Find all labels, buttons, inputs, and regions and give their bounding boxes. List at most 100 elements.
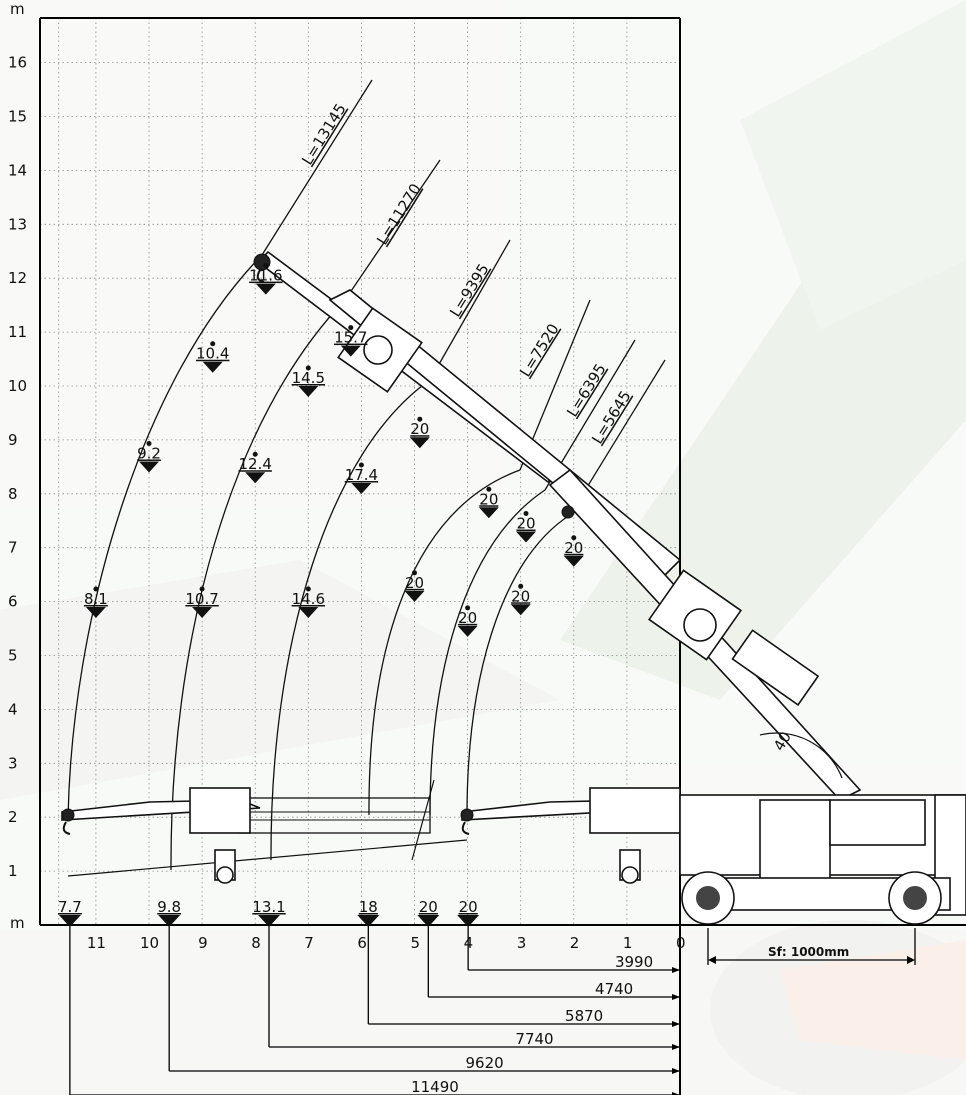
y-tick-label: 10 bbox=[8, 377, 27, 395]
y-tick-label: 16 bbox=[8, 54, 27, 72]
load-point: 15.7 bbox=[334, 325, 367, 357]
x-tick-label: 8 bbox=[251, 934, 261, 952]
load-value: 20 bbox=[564, 539, 583, 557]
y-tick-label: 1 bbox=[8, 862, 18, 880]
ground-load-value: 20 bbox=[419, 898, 438, 916]
load-point-dot bbox=[412, 570, 417, 576]
load-point: 20 bbox=[478, 486, 499, 519]
load-point: 20 bbox=[409, 416, 430, 449]
load-marker-icon bbox=[417, 915, 440, 927]
load-value: 20 bbox=[516, 515, 535, 533]
ground-load-value: 7.7 bbox=[58, 898, 82, 916]
distance-dimension: 11490 bbox=[69, 925, 680, 1095]
x-tick-label: 1 bbox=[623, 934, 633, 952]
load-point-dot bbox=[465, 605, 471, 611]
load-point-dot bbox=[571, 535, 577, 541]
crane-body bbox=[679, 732, 966, 925]
load-marker-icon bbox=[202, 361, 223, 373]
distance-dimension: 4740 bbox=[427, 925, 680, 1000]
y-tick-label: 6 bbox=[8, 593, 18, 611]
load-marker-icon bbox=[58, 915, 81, 927]
load-point: 11.6 bbox=[249, 263, 283, 295]
load-point-dot bbox=[518, 583, 524, 589]
ground-loads: 7.7 9.8 13.1 18 20 20 bbox=[58, 898, 480, 927]
load-point: 8.1 bbox=[84, 586, 108, 618]
ground-load: 20 bbox=[457, 898, 480, 927]
load-point-dot bbox=[146, 440, 152, 446]
load-point-dot bbox=[252, 451, 258, 457]
distance-value: 5870 bbox=[565, 1007, 603, 1025]
load-marker-icon bbox=[298, 386, 319, 397]
ground-load-value: 9.8 bbox=[157, 898, 181, 916]
load-point: 14.6 bbox=[292, 586, 325, 618]
distance-value: 3990 bbox=[615, 953, 653, 971]
load-value: 20 bbox=[458, 609, 477, 627]
grid bbox=[40, 18, 680, 925]
raised-boom bbox=[253, 250, 862, 801]
x-tick-label: 11 bbox=[87, 934, 106, 952]
load-value: 11.6 bbox=[249, 267, 282, 285]
y-tick-label: 5 bbox=[8, 647, 18, 665]
x-tick-label: 5 bbox=[411, 934, 421, 952]
x-tick-label: 9 bbox=[198, 934, 208, 952]
load-value: 9.2 bbox=[137, 444, 161, 462]
y-tick-label: 12 bbox=[8, 269, 27, 287]
arc-5645 bbox=[466, 359, 666, 816]
distance-value: 9620 bbox=[465, 1054, 503, 1072]
load-marker-icon bbox=[457, 625, 478, 637]
distance-dimension: 5870 bbox=[367, 925, 680, 1027]
load-marker-icon bbox=[192, 606, 213, 618]
ground-load-value: 13.1 bbox=[252, 898, 285, 916]
load-point-dot bbox=[358, 462, 364, 468]
load-value: 12.4 bbox=[238, 455, 271, 473]
load-point: 20 bbox=[457, 605, 478, 637]
y-tick-label: 11 bbox=[8, 323, 27, 341]
arc-13145 bbox=[67, 79, 373, 819]
load-marker-icon bbox=[245, 472, 266, 484]
ground-load: 18 bbox=[357, 898, 380, 927]
load-marker-icon bbox=[255, 283, 276, 295]
load-point: 9.2 bbox=[137, 440, 161, 473]
load-value: 20 bbox=[410, 420, 429, 438]
arc-9395 bbox=[270, 239, 511, 861]
x-tick-label: 10 bbox=[140, 934, 159, 952]
wheelbase-label: Sf: 1000mm bbox=[768, 945, 849, 959]
load-point: 20 bbox=[404, 570, 425, 602]
load-point: 10.7 bbox=[185, 586, 219, 618]
ground-load-value: 18 bbox=[359, 898, 378, 916]
load-point-dot bbox=[486, 486, 492, 492]
load-value: 17.4 bbox=[345, 466, 378, 484]
load-point: 10.4 bbox=[196, 341, 229, 373]
ground-load: 13.1 bbox=[252, 898, 286, 927]
load-point-dot bbox=[210, 341, 216, 347]
load-point-dot bbox=[263, 263, 269, 269]
load-value: 8.1 bbox=[84, 590, 108, 608]
load-point: 20 bbox=[563, 535, 584, 567]
load-value: 20 bbox=[405, 574, 424, 592]
load-point: 20 bbox=[516, 511, 537, 543]
load-marker-icon bbox=[478, 507, 499, 519]
x-tick-label: 7 bbox=[304, 934, 314, 952]
load-marker-icon bbox=[516, 531, 537, 543]
y-tick-label: 3 bbox=[8, 754, 18, 772]
load-value: 10.7 bbox=[185, 590, 218, 608]
ground-load: 7.7 bbox=[58, 898, 82, 927]
y-tick-label: 4 bbox=[8, 700, 18, 718]
load-marker-icon bbox=[351, 483, 372, 495]
x-tick-label: 2 bbox=[570, 934, 580, 952]
load-value: 20 bbox=[479, 490, 498, 508]
x-unit-label: m bbox=[10, 914, 25, 932]
load-marker-icon bbox=[404, 590, 425, 602]
y-tick-label: 2 bbox=[8, 808, 18, 826]
arc-11270 bbox=[170, 159, 441, 871]
y-unit-label: m bbox=[10, 0, 25, 18]
y-tick-label: 14 bbox=[8, 161, 27, 179]
load-value: 20 bbox=[511, 587, 530, 605]
load-point-dot bbox=[93, 586, 99, 592]
y-tick-label: 7 bbox=[8, 539, 18, 557]
load-marker-icon bbox=[85, 606, 106, 618]
